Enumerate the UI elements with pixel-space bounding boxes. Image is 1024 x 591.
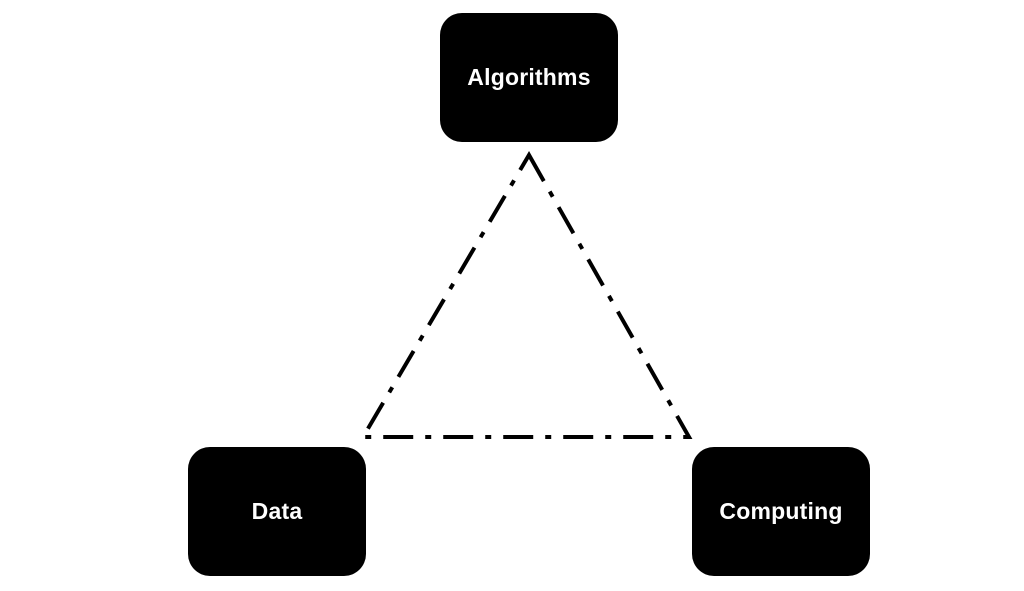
node-label-computing: Computing	[719, 498, 843, 524]
node-label-data: Data	[251, 498, 303, 524]
node-algorithms: Algorithms	[440, 13, 618, 142]
node-label-algorithms: Algorithms	[467, 64, 591, 90]
node-computing: Computing	[692, 447, 870, 576]
node-data: Data	[188, 447, 366, 576]
connection-triangle	[359, 151, 693, 439]
